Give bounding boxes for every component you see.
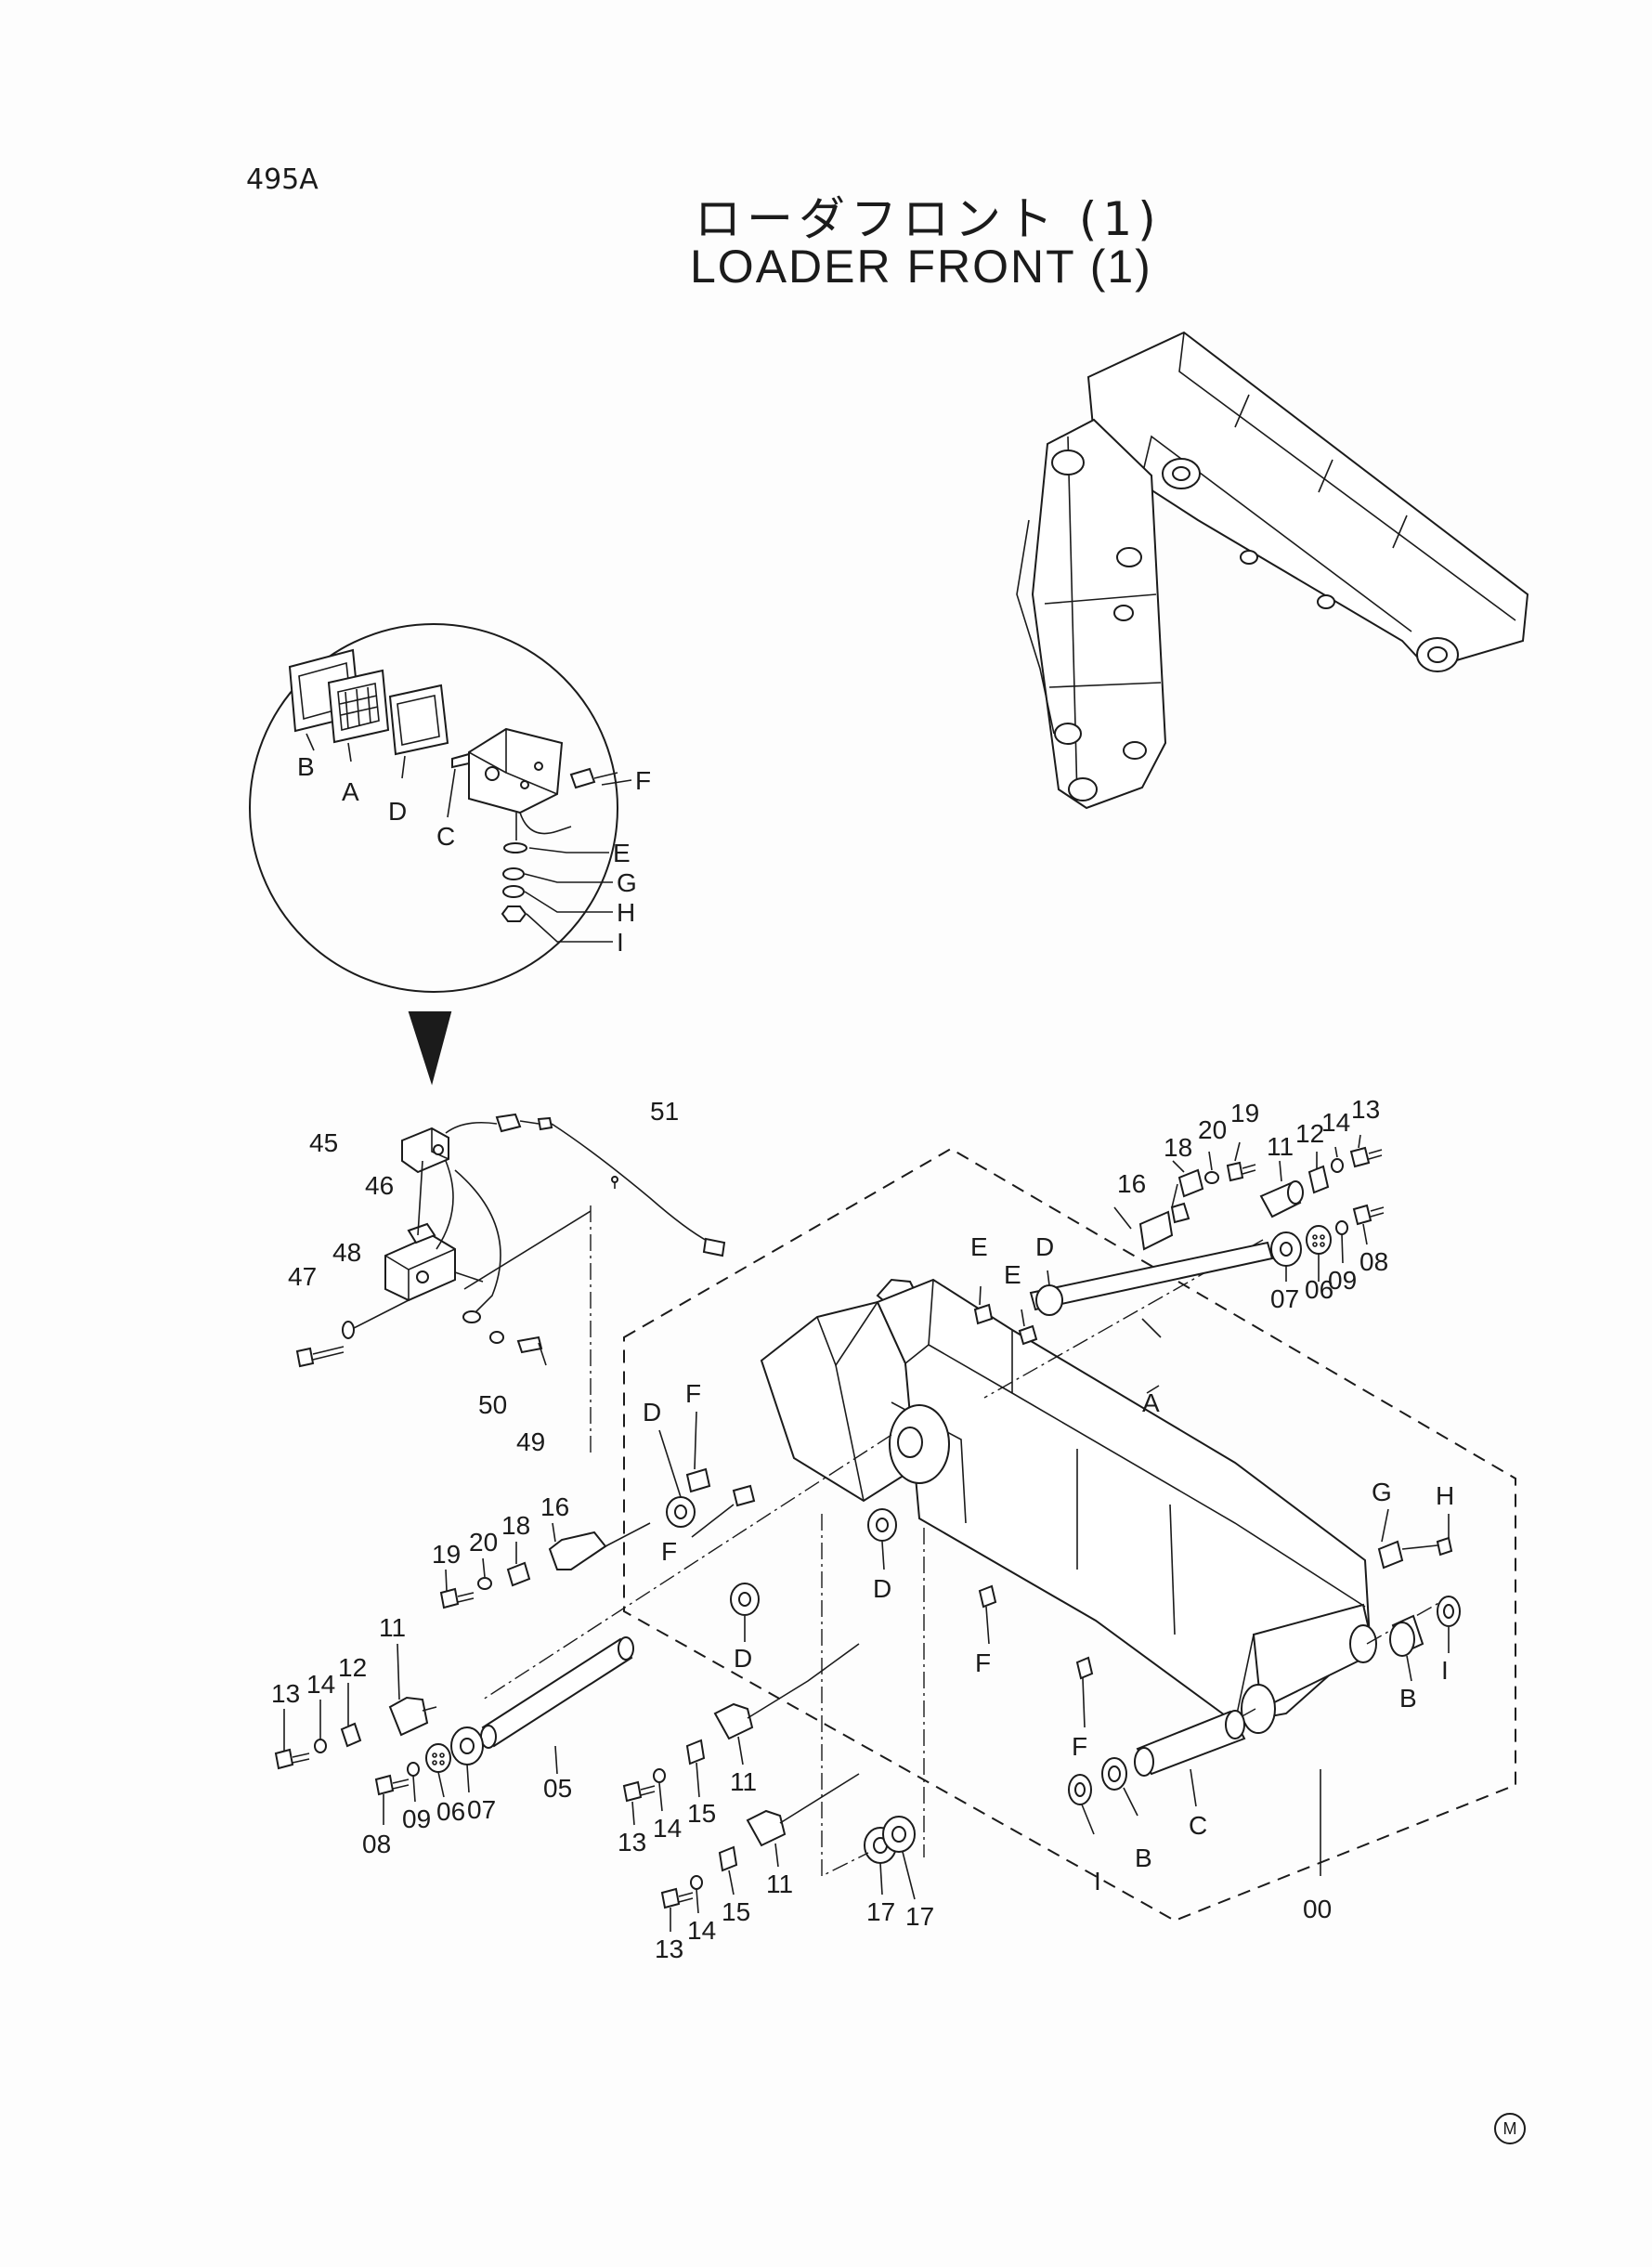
callout-left-12: 12 [338, 1653, 367, 1682]
title-english: LOADER FRONT (1) [690, 241, 1152, 293]
callout-mid-14-lower: 14 [687, 1916, 716, 1945]
main-boom-illustration [482, 1239, 1450, 1747]
callout-51: 51 [650, 1097, 679, 1126]
callout-lamp-e: E [613, 839, 631, 867]
callout-left-05: 05 [543, 1774, 572, 1803]
callout-h-right: H [1436, 1481, 1454, 1510]
callout-f-middle: F [975, 1648, 991, 1677]
callout-upper-12: 12 [1295, 1119, 1324, 1148]
callout-upper-18: 18 [1164, 1133, 1192, 1162]
work-lamp-detail-circle [249, 623, 632, 1086]
callout-lamp-g: G [617, 868, 637, 897]
callout-f-left: F [685, 1379, 701, 1408]
upper-right-pin-hardware [973, 1134, 1385, 1346]
callout-left-06: 06 [436, 1797, 465, 1826]
callout-45: 45 [309, 1128, 338, 1157]
callout-d-left: D [643, 1398, 661, 1427]
lamp-harness-assembly [295, 1113, 726, 1456]
callout-left-07: 07 [467, 1795, 496, 1824]
callout-49: 49 [516, 1427, 545, 1456]
callout-i-right: I [1441, 1656, 1449, 1685]
callout-upper-07: 07 [1270, 1284, 1299, 1313]
callout-b-lower: B [1135, 1844, 1152, 1872]
assembly-boundary-00 [623, 1147, 1516, 1922]
callout-17-left: 17 [866, 1897, 895, 1926]
callout-left-20: 20 [469, 1528, 498, 1557]
callout-lamp-b: B [297, 752, 315, 781]
callout-upper-13: 13 [1351, 1095, 1380, 1124]
callout-f-lower: F [1072, 1732, 1087, 1761]
callout-left-18: 18 [501, 1511, 530, 1540]
callout-b-right: B [1399, 1684, 1417, 1713]
callout-lamp-h: H [617, 898, 635, 927]
callout-46: 46 [365, 1171, 394, 1200]
callout-upper-11: 11 [1267, 1132, 1294, 1161]
callout-lamp-f: F [635, 766, 651, 795]
callout-47: 47 [288, 1262, 317, 1291]
callout-mid-13-upper: 13 [618, 1828, 646, 1857]
manufacturer-mark: M [1494, 2113, 1526, 2144]
callout-mid-13-lower: 13 [655, 1935, 683, 1963]
callout-upper-06: 06 [1305, 1275, 1333, 1304]
callout-upper-16: 16 [1117, 1169, 1146, 1198]
callout-labels: B A D C F E G H I 45 46 47 48 50 49 51 1… [271, 752, 1454, 1963]
callout-upper-19: 19 [1230, 1099, 1259, 1127]
callout-upper-20: 20 [1198, 1115, 1227, 1144]
callout-left-08: 08 [362, 1830, 391, 1858]
callout-e-lower: E [1004, 1260, 1021, 1289]
callout-00: 00 [1303, 1895, 1332, 1923]
callout-lamp-a: A [342, 777, 359, 806]
page-number: 495A [246, 163, 319, 196]
callout-upper-08: 08 [1359, 1247, 1388, 1276]
callout-lamp-i: I [617, 928, 624, 957]
callout-mid-11-upper: 11 [730, 1767, 757, 1796]
callout-c-lower: C [1189, 1811, 1207, 1840]
callout-left-13: 13 [271, 1679, 300, 1708]
callout-left-16: 16 [540, 1492, 569, 1521]
callout-d-middle: D [873, 1574, 891, 1603]
callout-mid-14-upper: 14 [653, 1814, 682, 1843]
callout-upper-09: 09 [1328, 1266, 1357, 1295]
callout-d-lower: D [734, 1644, 752, 1673]
callout-left-19: 19 [432, 1540, 461, 1569]
callout-i-lower: I [1094, 1867, 1101, 1896]
callout-left-09: 09 [402, 1804, 431, 1833]
overview-boom-arm-illustration [1016, 331, 1529, 810]
callout-17-right: 17 [905, 1902, 934, 1931]
callout-upper-14: 14 [1321, 1108, 1350, 1137]
lower-right-pin-hardware [1068, 1508, 1461, 1876]
callout-a-boom: A [1142, 1388, 1160, 1417]
left-pin-hardware [274, 1318, 1162, 1932]
callout-48: 48 [332, 1238, 361, 1267]
callout-mid-11-lower: 11 [766, 1870, 793, 1898]
callout-lamp-c: C [436, 822, 455, 851]
callout-left-11: 11 [379, 1613, 406, 1642]
callout-g-right: G [1372, 1478, 1392, 1506]
callout-50: 50 [478, 1390, 507, 1419]
callout-lamp-d: D [388, 797, 407, 826]
callout-left-14: 14 [306, 1670, 335, 1699]
callout-mid-15-upper: 15 [687, 1799, 716, 1828]
callout-mid-15-lower: 15 [722, 1897, 750, 1926]
callout-d-upper: D [1035, 1232, 1054, 1261]
title-japanese: ローダフロント (1) [695, 192, 1162, 246]
callout-e-upper: E [970, 1232, 988, 1261]
callout-f-left-lower: F [661, 1537, 677, 1566]
